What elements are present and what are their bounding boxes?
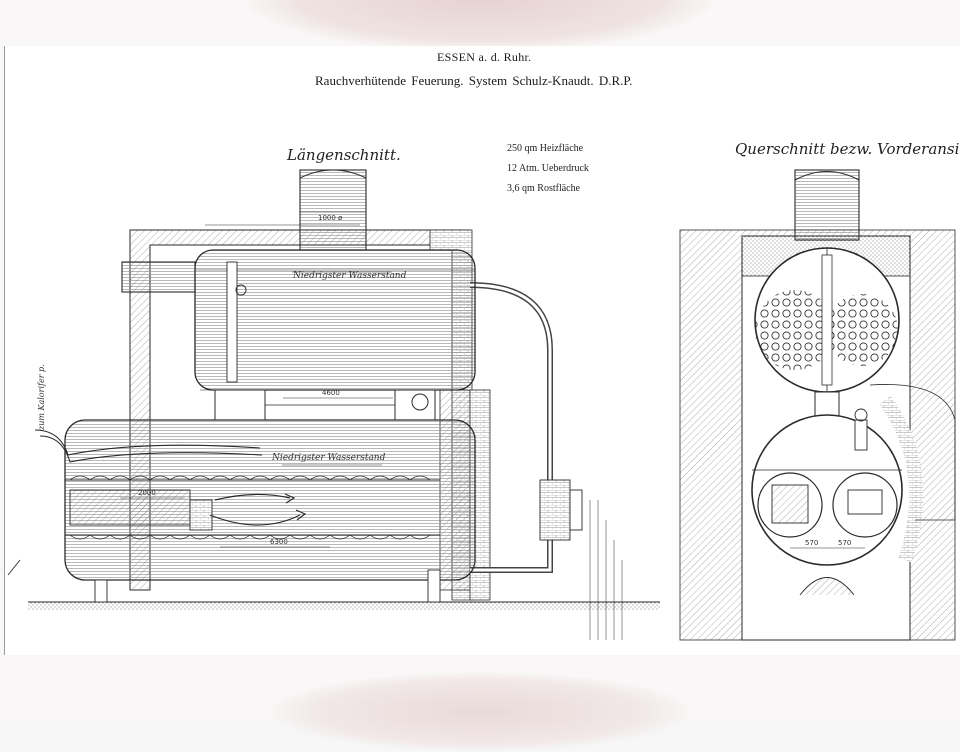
dim-cross-2: 570 xyxy=(838,539,851,547)
longitudinal-section-label: Längenschnitt. xyxy=(287,146,401,164)
dim-length: 4600 xyxy=(322,389,340,397)
water-level-upper: Niedrigster Wasserstand xyxy=(292,271,407,281)
cross-section-label: Querschnitt bezw. Vorderansicht. xyxy=(735,140,960,158)
dim-dome: 1000 ø xyxy=(318,214,343,222)
lower-drum xyxy=(64,419,476,581)
dim-lower: 6300 xyxy=(270,538,288,546)
steam-dome xyxy=(299,169,367,251)
water-level-lower: Niedrigster Wasserstand xyxy=(271,453,386,463)
dim-cross-1: 570 xyxy=(805,539,818,547)
boiler-drawing: Niedrigster Wasserstand Niedrigster Wass… xyxy=(7,169,956,641)
city-heading: ESSEN a. d. Ruhr. xyxy=(437,50,532,64)
cross-section xyxy=(679,169,956,641)
spec-pressure: 12 Atm. Ueberdruck xyxy=(507,163,589,174)
drawing-title: Rauchverhütende Feuerung. System Schulz-… xyxy=(315,73,633,88)
longitudinal-section xyxy=(7,169,660,640)
spec-grate-area: 3,6 qm Rostfläche xyxy=(507,183,581,194)
dim-flue: 2000 xyxy=(138,489,156,497)
grate xyxy=(69,489,191,526)
spec-heating-surface: 250 qm Heizfläche xyxy=(507,143,584,154)
side-label: zum Kalorifer p. xyxy=(37,364,46,431)
